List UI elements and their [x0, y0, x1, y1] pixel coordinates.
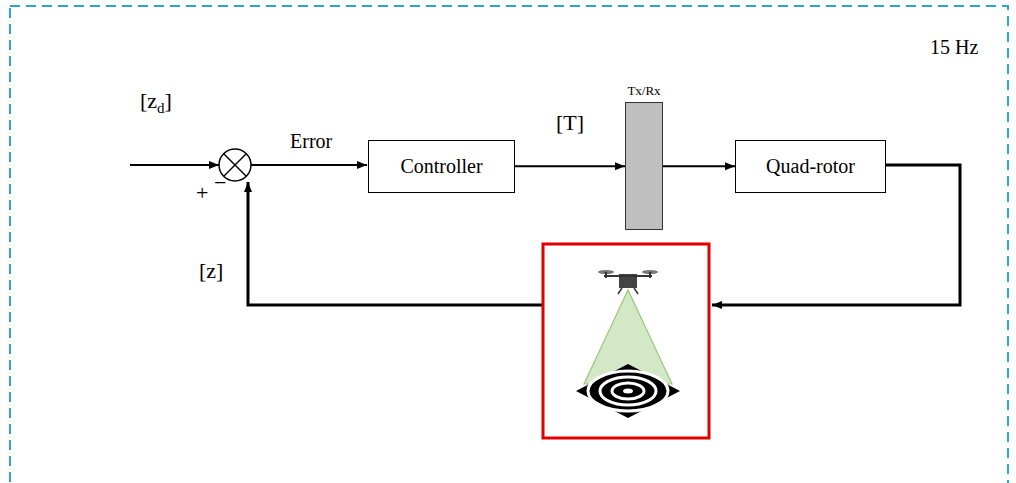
drone-icon	[598, 270, 658, 294]
camera-illustration	[576, 270, 680, 418]
signal-bracket: ]	[165, 88, 172, 113]
input-signal: [zd]	[140, 88, 172, 117]
landing-target	[576, 364, 680, 418]
signal-name: Error	[290, 130, 332, 153]
error-wire	[251, 164, 367, 166]
dashed-frame	[10, 6, 1008, 483]
box-label: Quad-rotor	[766, 155, 855, 178]
input-wire	[130, 164, 219, 166]
box-label: Controller	[400, 155, 482, 178]
signal-name: [z	[140, 88, 157, 113]
sign-plus: +	[196, 180, 208, 206]
sensor-frame	[543, 244, 709, 438]
bar-heading: Tx/Rx	[627, 83, 660, 99]
sign-minus: −	[214, 170, 226, 196]
rate-label: 15 Hz	[930, 36, 978, 59]
signal-name: [T]	[556, 110, 584, 136]
process-box: Controller	[368, 140, 515, 193]
signal-subscript: d	[157, 100, 165, 116]
signal-arrow	[515, 165, 625, 167]
transceiver-bar: Tx/Rx	[625, 102, 663, 230]
signal-name: [z]	[199, 258, 223, 284]
signal-arrow	[663, 165, 735, 167]
process-box: Quad-rotor	[735, 140, 886, 193]
feedback-wire	[248, 182, 542, 305]
